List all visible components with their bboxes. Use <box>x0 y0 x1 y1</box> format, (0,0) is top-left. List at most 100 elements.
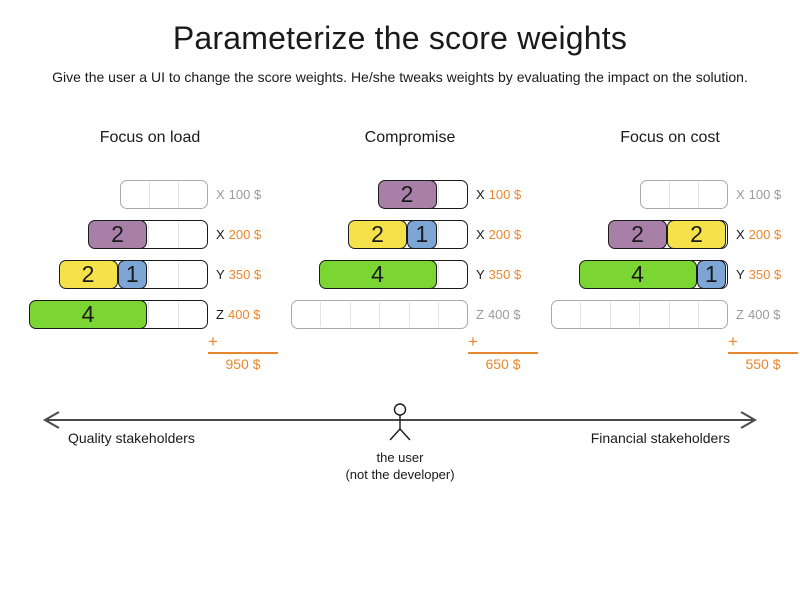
page-subtitle: Give the user a UI to change the score w… <box>52 69 748 85</box>
constraint-price: 400 $ <box>747 307 781 322</box>
weight-segment-purple: 2 <box>88 219 147 249</box>
weight-track: 2 <box>377 179 468 209</box>
constraint-letter: Z <box>476 307 484 322</box>
cell-divider <box>639 302 640 327</box>
constraint-letter: Y <box>216 267 225 282</box>
weight-segment-blue: 1 <box>117 259 147 289</box>
cell-divider <box>148 262 149 287</box>
user-sublabel: (not the developer) <box>345 467 455 482</box>
weight-track <box>639 180 728 209</box>
constraint-letter: X <box>216 187 225 202</box>
cell-divider <box>408 302 410 327</box>
constraint-price: 350 $ <box>228 267 262 282</box>
sum-total: 650 $ <box>485 356 521 372</box>
sum-line <box>728 352 798 354</box>
sum-plus-sign: + <box>468 332 478 351</box>
constraint-letter: X <box>476 187 485 202</box>
constraint-letter: Y <box>736 267 745 282</box>
cell-divider <box>349 302 351 327</box>
cell-divider <box>178 182 179 207</box>
constraint-price: 200 $ <box>488 227 522 242</box>
weight-track: 4 <box>29 299 208 329</box>
panel-title: Compromise <box>364 129 456 146</box>
cell-divider <box>698 182 699 207</box>
cell-divider <box>668 182 670 207</box>
constraint-price: 100 $ <box>228 187 262 202</box>
constraint-letter: X <box>736 187 745 202</box>
weight-segment-purple: 2 <box>377 179 437 209</box>
panel-title: Focus on cost <box>620 129 720 146</box>
sum-line <box>468 352 538 354</box>
cell-divider <box>148 302 149 327</box>
constraint-letter: Y <box>476 267 485 282</box>
constraint-letter: Z <box>736 307 744 322</box>
cell-divider <box>379 302 380 327</box>
cell-divider <box>320 302 321 327</box>
panel-title: Focus on load <box>99 129 201 146</box>
cell-divider <box>437 182 439 207</box>
weight-segment-yellow: 2 <box>348 219 407 249</box>
weight-segment-blue: 1 <box>407 219 437 249</box>
constraint-letter: X <box>736 227 745 242</box>
constraint-letter: X <box>476 227 485 242</box>
weight-segment-yellow: 2 <box>667 219 726 249</box>
constraint-letter: X <box>216 227 225 242</box>
weight-segment-green: 4 <box>318 259 437 289</box>
sum-plus-sign: + <box>208 332 218 351</box>
weight-segment-green: 4 <box>29 299 147 329</box>
weight-track <box>291 300 468 329</box>
cell-divider <box>177 302 179 327</box>
cell-divider <box>698 302 699 327</box>
constraint-price: 400 $ <box>227 307 261 322</box>
cell-divider <box>438 302 439 327</box>
cell-divider <box>580 302 581 327</box>
cell-divider <box>668 302 670 327</box>
constraint-price: 100 $ <box>748 187 782 202</box>
weight-segment-purple: 2 <box>608 219 667 249</box>
weight-track: 2 <box>88 219 208 249</box>
sum-total: 550 $ <box>745 356 781 372</box>
arrowhead-right-icon <box>740 411 758 429</box>
cell-divider <box>148 182 150 207</box>
user-label: the user <box>376 450 424 465</box>
constraint-price: 200 $ <box>748 227 782 242</box>
cell-divider <box>437 222 439 247</box>
constraint-price: 100 $ <box>488 187 522 202</box>
cell-divider <box>437 262 439 287</box>
stakeholder-axis-arrow <box>42 403 758 441</box>
constraint-price: 350 $ <box>748 267 782 282</box>
constraint-price: 400 $ <box>487 307 521 322</box>
constraint-price: 200 $ <box>228 227 262 242</box>
weight-track <box>119 180 208 209</box>
cell-divider <box>609 302 611 327</box>
sum-plus-sign: + <box>728 332 738 351</box>
constraint-letter: Z <box>216 307 224 322</box>
cell-divider <box>177 222 179 247</box>
page-title: Parameterize the score weights <box>172 20 628 56</box>
weight-track: 4 <box>318 259 468 289</box>
constraint-price: 350 $ <box>488 267 522 282</box>
financial-stakeholders-label: Financial stakeholders <box>590 430 730 446</box>
cell-divider <box>148 222 149 247</box>
weight-track <box>551 300 728 329</box>
quality-stakeholders-label: Quality stakeholders <box>68 430 195 446</box>
weight-segment-yellow: 2 <box>58 259 118 289</box>
sum-line <box>208 352 278 354</box>
